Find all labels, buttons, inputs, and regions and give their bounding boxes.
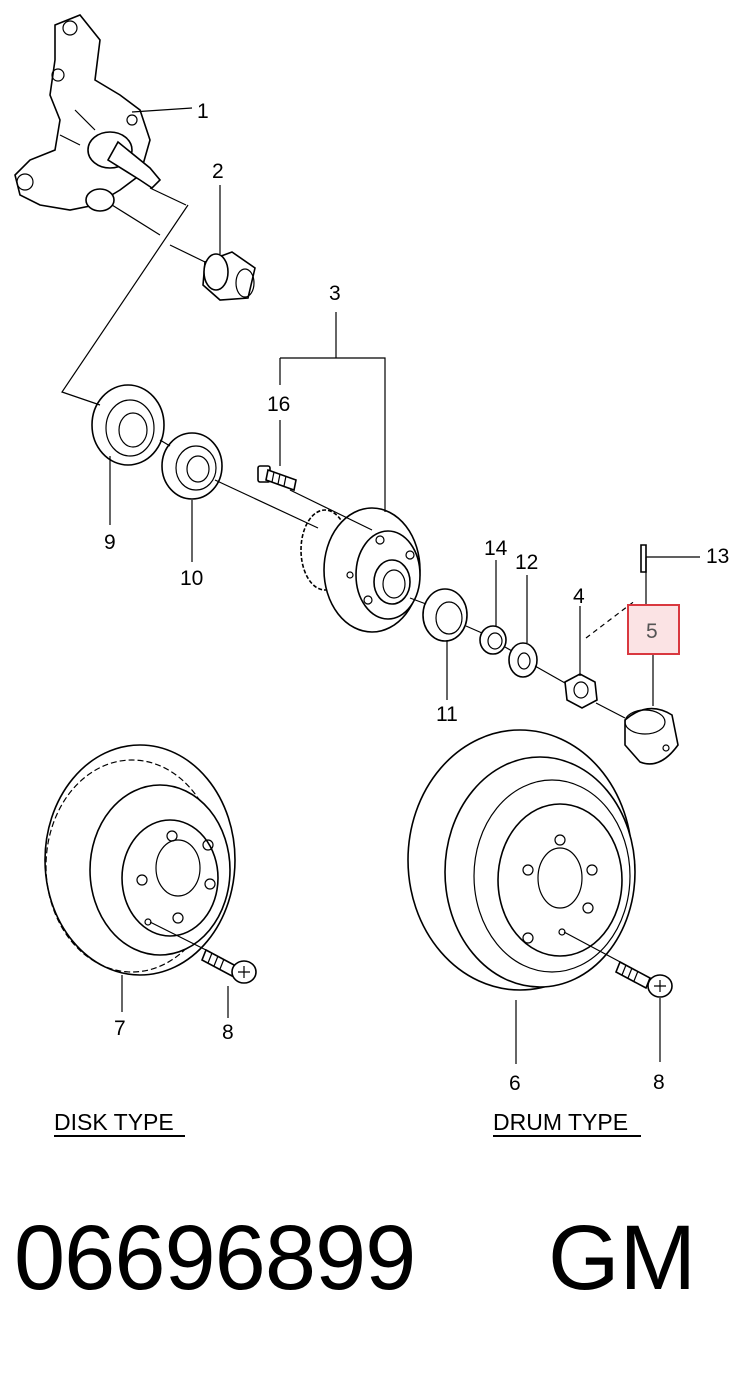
brake-disc bbox=[44, 744, 236, 976]
steering-knuckle bbox=[14, 14, 162, 212]
disc-bolt bbox=[121, 921, 257, 1018]
outer-bearing bbox=[161, 432, 223, 500]
callout-11: 11 bbox=[436, 703, 458, 726]
callout-16: 16 bbox=[267, 393, 290, 416]
cotter-pin bbox=[640, 544, 647, 573]
callout-4: 4 bbox=[573, 585, 585, 608]
highlight-box-part-5 bbox=[627, 604, 680, 655]
inner-bearing bbox=[422, 588, 468, 642]
callout-12: 12 bbox=[515, 551, 538, 574]
castle-nut bbox=[564, 673, 598, 709]
bushing bbox=[202, 251, 256, 301]
callout-1: 1 bbox=[197, 100, 209, 123]
inner-race bbox=[479, 625, 507, 655]
callout-14: 14 bbox=[484, 537, 508, 560]
dust-cap bbox=[624, 707, 679, 765]
part-number: 06696899 bbox=[14, 1207, 416, 1309]
callout-13: 13 bbox=[706, 545, 729, 568]
drum-bolt bbox=[515, 931, 673, 1064]
outer-seal bbox=[91, 384, 165, 466]
callout-8-drum: 8 bbox=[653, 1071, 665, 1094]
callout-9: 9 bbox=[104, 531, 116, 554]
brake-drum bbox=[407, 729, 636, 991]
leader-lines bbox=[109, 107, 700, 706]
callout-10: 10 bbox=[180, 567, 203, 590]
callout-8-disk: 8 bbox=[222, 1021, 234, 1044]
explode-lines bbox=[61, 187, 637, 719]
wheel-stud bbox=[257, 465, 297, 492]
callout-6: 6 bbox=[509, 1072, 521, 1095]
callout-3: 3 bbox=[329, 282, 341, 305]
callout-7: 7 bbox=[114, 1017, 126, 1040]
callout-2: 2 bbox=[212, 160, 224, 183]
disk-type-label: DISK TYPE bbox=[54, 1109, 174, 1135]
brand-name: GM bbox=[548, 1207, 697, 1309]
wheel-hub bbox=[300, 507, 421, 633]
callout-5: 5 bbox=[646, 620, 658, 643]
washer bbox=[508, 642, 538, 678]
drum-type-label: DRUM TYPE bbox=[493, 1109, 628, 1135]
